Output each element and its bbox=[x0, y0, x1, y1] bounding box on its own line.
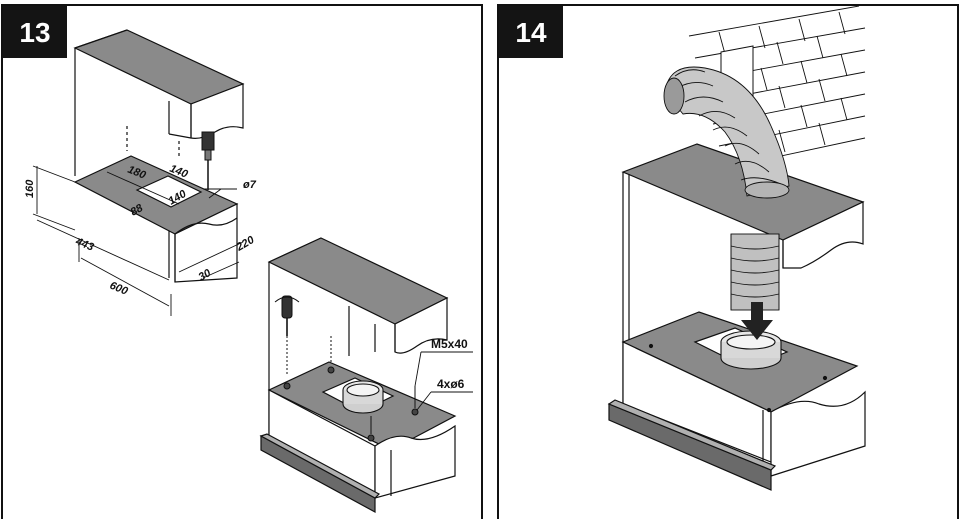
washer-callout-label: 4xø6 bbox=[437, 377, 465, 391]
adapter-ring bbox=[342, 380, 384, 414]
dim-hole-diameter: ø7 bbox=[243, 179, 257, 191]
screws bbox=[283, 336, 419, 442]
step-14-badge: 14 bbox=[499, 6, 563, 58]
step-13-illustration: 180 140 140 88 160 443 600 220 30 ø7 bbox=[24, 29, 473, 514]
adapter-ring bbox=[720, 330, 782, 370]
screw-callout-label: M5x40 bbox=[431, 337, 468, 351]
callout-leaders bbox=[414, 351, 473, 411]
lower-cabinet bbox=[259, 237, 457, 514]
screwdriver-icon bbox=[274, 295, 300, 336]
step-14-illustration bbox=[607, 6, 866, 491]
dim-600: 600 bbox=[108, 280, 130, 298]
flexible-duct bbox=[663, 66, 790, 311]
dim-160: 160 bbox=[24, 179, 36, 198]
step-13-panel: 13 bbox=[1, 4, 483, 519]
step-13-badge: 13 bbox=[3, 6, 67, 58]
upper-cabinet bbox=[73, 29, 245, 283]
cabinet bbox=[607, 143, 866, 491]
dimension-lines bbox=[32, 165, 244, 316]
down-arrow-icon bbox=[741, 302, 773, 340]
drill-icon bbox=[201, 131, 215, 190]
step-14-panel: 14 bbox=[497, 4, 959, 519]
